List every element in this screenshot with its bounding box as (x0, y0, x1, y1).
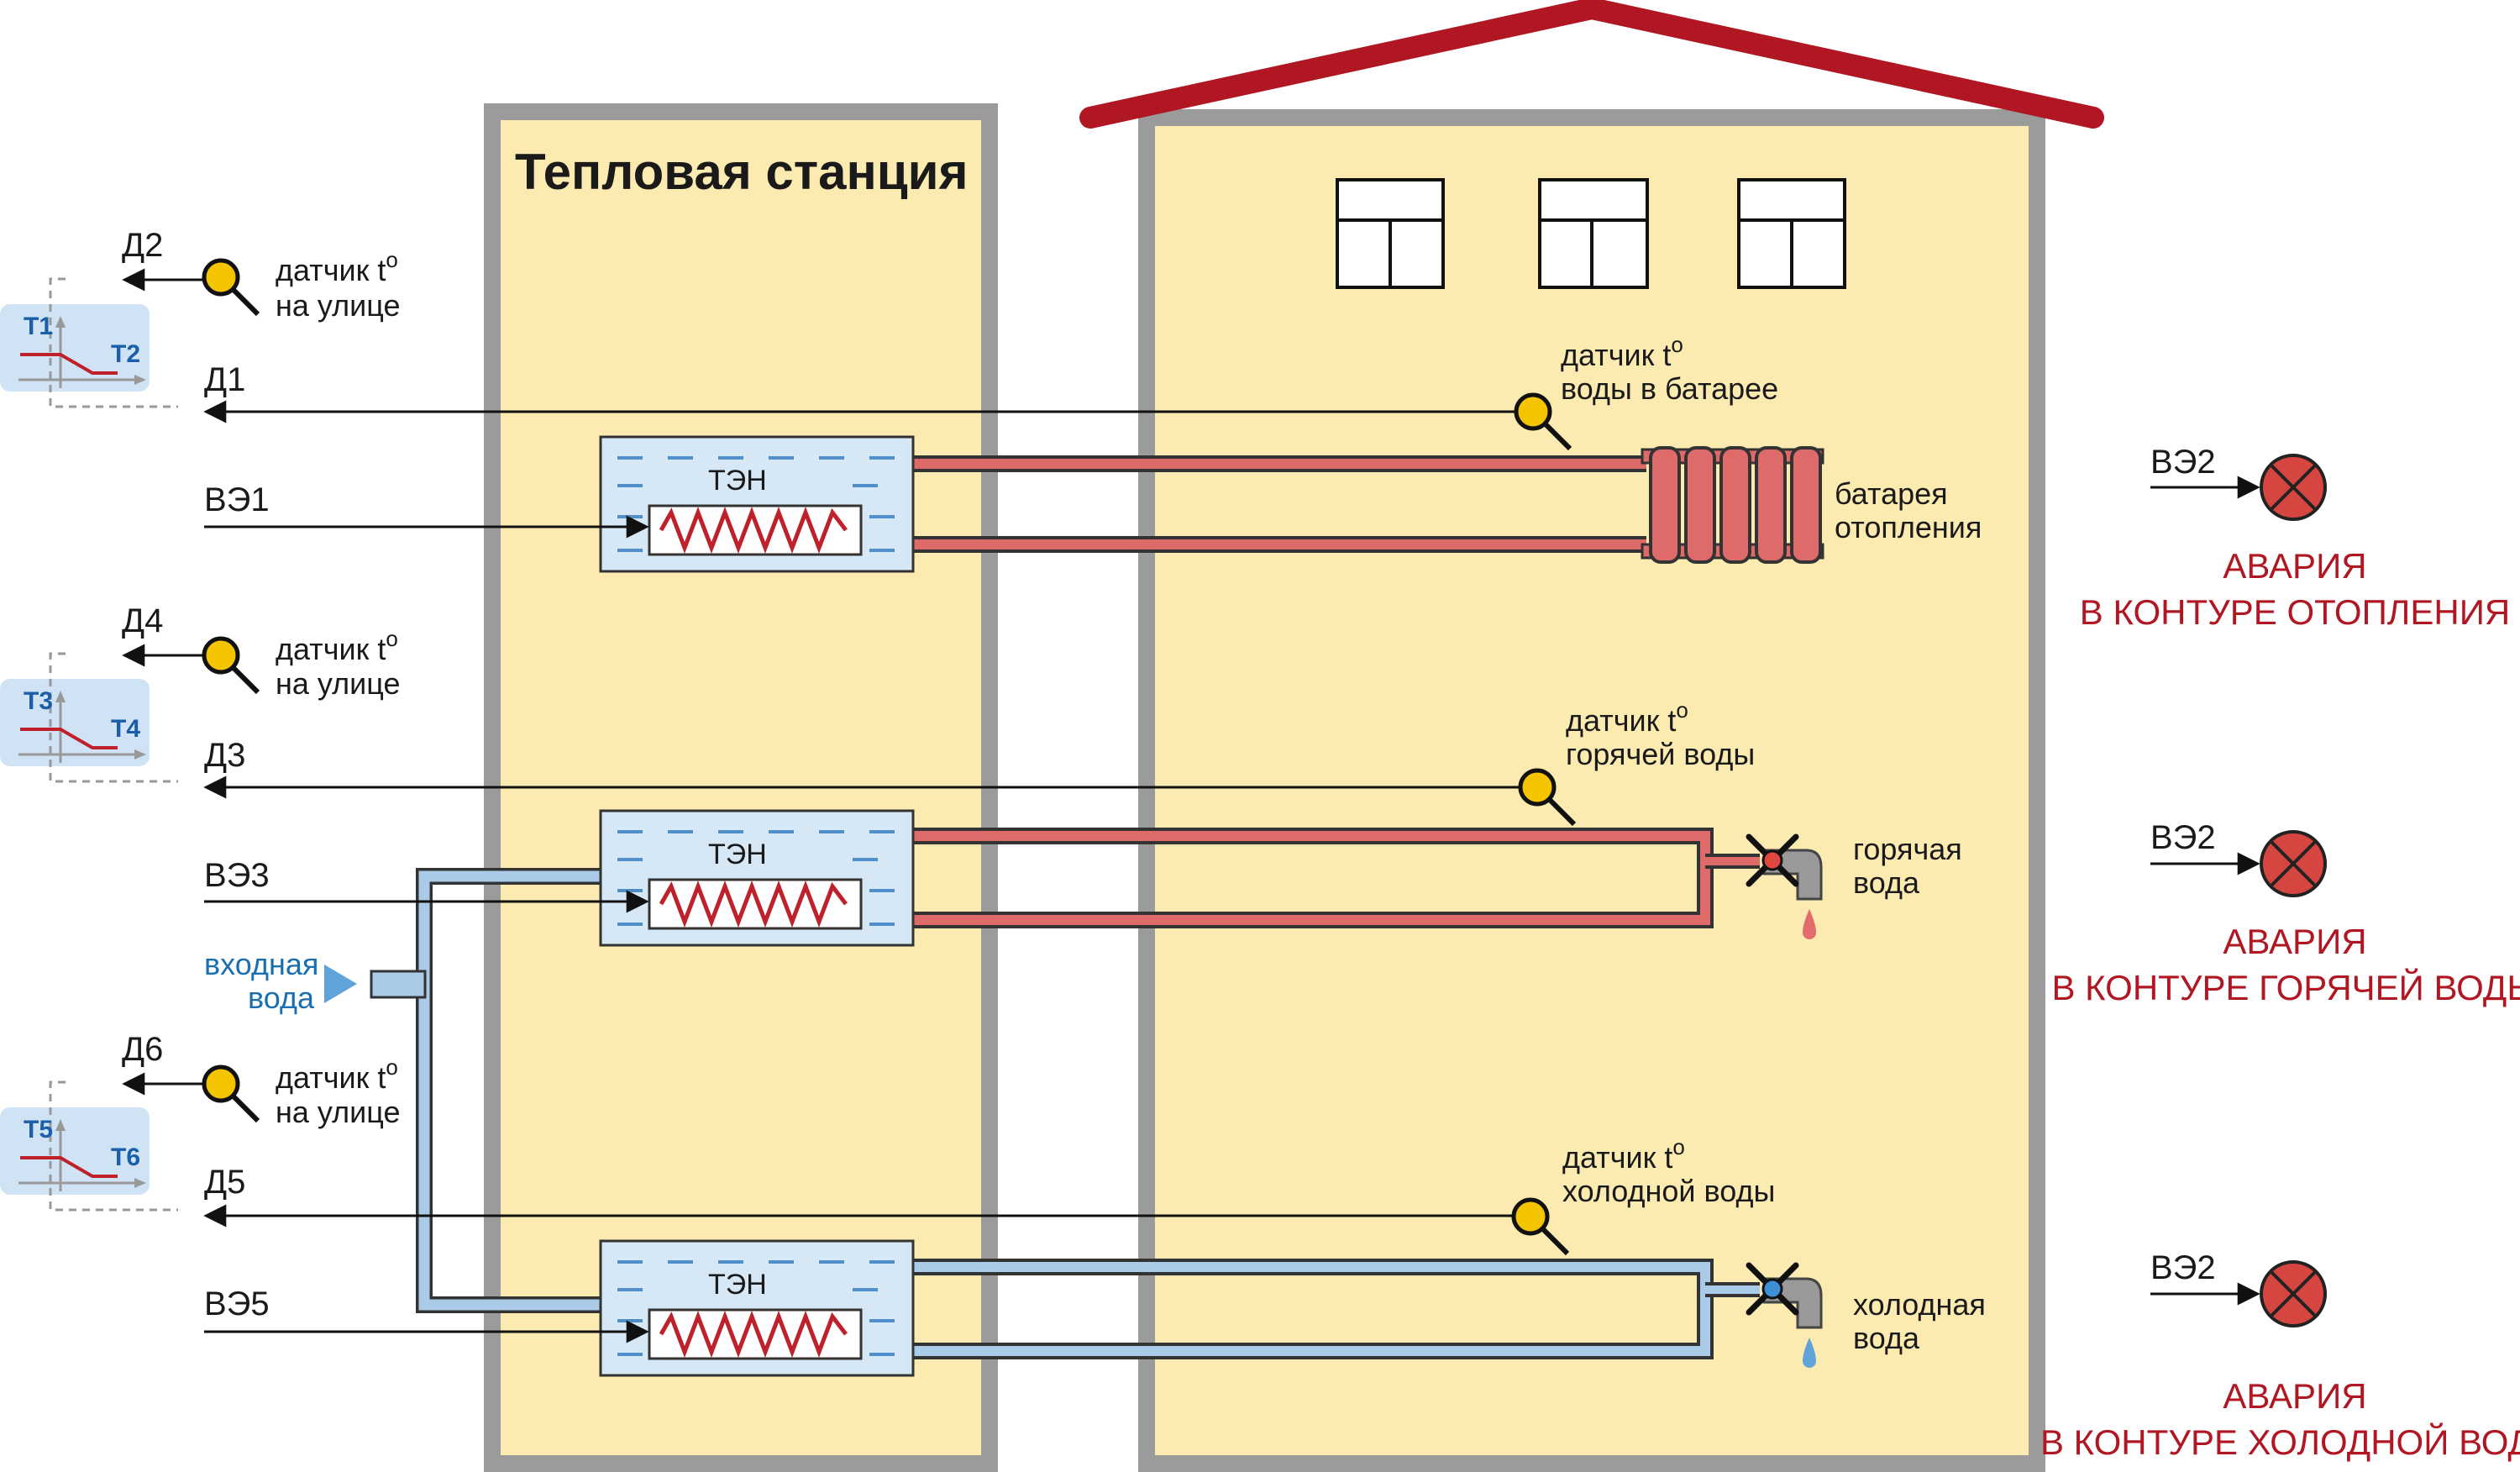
sensor-label: на улице (276, 1095, 400, 1129)
hot-water-pipe (913, 828, 1760, 928)
inlet-arrow-icon (324, 965, 357, 1003)
graph-label: Т1 (24, 313, 53, 340)
output-code: ВЭ1 (204, 481, 270, 518)
sensor-code: Д4 (122, 602, 163, 639)
sensor-label: датчик to (276, 626, 398, 666)
cold-water-pipe (913, 1259, 1760, 1359)
alarm-code: ВЭ2 (2150, 1249, 2216, 1286)
sensor-code: Д6 (122, 1031, 163, 1068)
alarm-text: В КОНТУРЕ ГОРЯЧЕЙ ВОДЫ (2051, 967, 2520, 1007)
graph-label: Т6 (111, 1143, 140, 1171)
thermometer-icon (204, 1067, 258, 1121)
window (1737, 178, 1846, 289)
sensor-code: Д3 (204, 737, 245, 774)
radiator-icon (1641, 446, 1824, 564)
alarm-heating: ВЭ2 АВАРИЯ В КОНТУРЕ ОТОПЛЕНИЯ (2080, 444, 2510, 632)
sensor-label: воды в батарее (1561, 371, 1778, 406)
hot-water-tank (601, 811, 913, 945)
alarm-text: В КОНТУРЕ ОТОПЛЕНИЯ (2080, 592, 2510, 632)
sensor-label: датчик to (1562, 1134, 1685, 1175)
alarm-title: АВАРИЯ (2223, 1376, 2366, 1416)
alarm-code: ВЭ2 (2150, 819, 2216, 856)
sensor-code: Д2 (122, 227, 163, 264)
radiator-label-2: отопления (1835, 510, 1982, 544)
alarm-cold-water: ВЭ2 АВАРИЯ В КОНТУРЕ ХОЛОДНОЙ ВОДЫ (2040, 1249, 2520, 1462)
sensor-label: холодной воды (1562, 1174, 1775, 1208)
output-code: ВЭ3 (204, 857, 270, 894)
radiator-label-1: батарея (1835, 476, 1948, 511)
alarm-code: ВЭ2 (2150, 444, 2216, 481)
sensor-label: горячей воды (1566, 737, 1755, 771)
alarm-hot-water: ВЭ2 АВАРИЯ В КОНТУРЕ ГОРЯЧЕЙ ВОДЫ (2051, 819, 2520, 1007)
inlet-label-1: входная (204, 947, 318, 981)
cold-tap-icon (1746, 1262, 1823, 1368)
alarm-lamp-icon (2260, 830, 2327, 897)
sensor-label: датчик to (1566, 697, 1688, 738)
heating-tank (601, 437, 913, 571)
hot-tap-label-2: вода (1853, 865, 1920, 900)
heating-curve-graph (0, 277, 180, 408)
thermometer-icon (204, 260, 258, 314)
sensor-label: на улице (276, 288, 400, 323)
sensor-label: датчик to (1561, 332, 1683, 372)
alarm-text: В КОНТУРЕ ХОЛОДНОЙ ВОДЫ (2040, 1422, 2520, 1462)
house-building (1138, 109, 2045, 1472)
output-code: ВЭ5 (204, 1285, 270, 1322)
station-title: Тепловая станция (515, 144, 969, 200)
thermometer-icon (204, 639, 258, 692)
graph-label: Т4 (111, 715, 140, 743)
window (1336, 178, 1445, 289)
inlet-label-2: вода (248, 980, 315, 1015)
window (1538, 178, 1649, 289)
heater-label: ТЭН (708, 1269, 767, 1301)
heating-curve-graph (0, 652, 180, 783)
house-roof (1079, 0, 2104, 129)
cold-tap-label-2: вода (1853, 1321, 1920, 1355)
sensor-label: на улице (276, 666, 400, 701)
sensor-label: датчик to (276, 247, 398, 287)
alarm-title: АВАРИЯ (2223, 922, 2366, 961)
hot-tap-label-1: горячая (1853, 832, 1962, 866)
graph-label: Т3 (24, 687, 53, 715)
sensor-label: датчик to (276, 1054, 398, 1095)
inlet-pipe (370, 868, 601, 1313)
graph-label: Т2 (111, 340, 140, 368)
sensor-code: Д5 (204, 1164, 245, 1201)
hot-tap-icon (1746, 833, 1823, 939)
alarm-title: АВАРИЯ (2223, 546, 2366, 586)
alarm-lamp-icon (2260, 1260, 2327, 1327)
heating-curve-graph (0, 1080, 180, 1212)
sensor-code: Д1 (204, 361, 245, 398)
cold-tap-label-1: холодная (1853, 1287, 1986, 1322)
alarm-lamp-icon (2260, 454, 2327, 521)
cold-water-tank (601, 1241, 913, 1375)
heater-label: ТЭН (708, 465, 767, 497)
graph-label: Т5 (24, 1116, 53, 1143)
heater-label: ТЭН (708, 839, 767, 870)
